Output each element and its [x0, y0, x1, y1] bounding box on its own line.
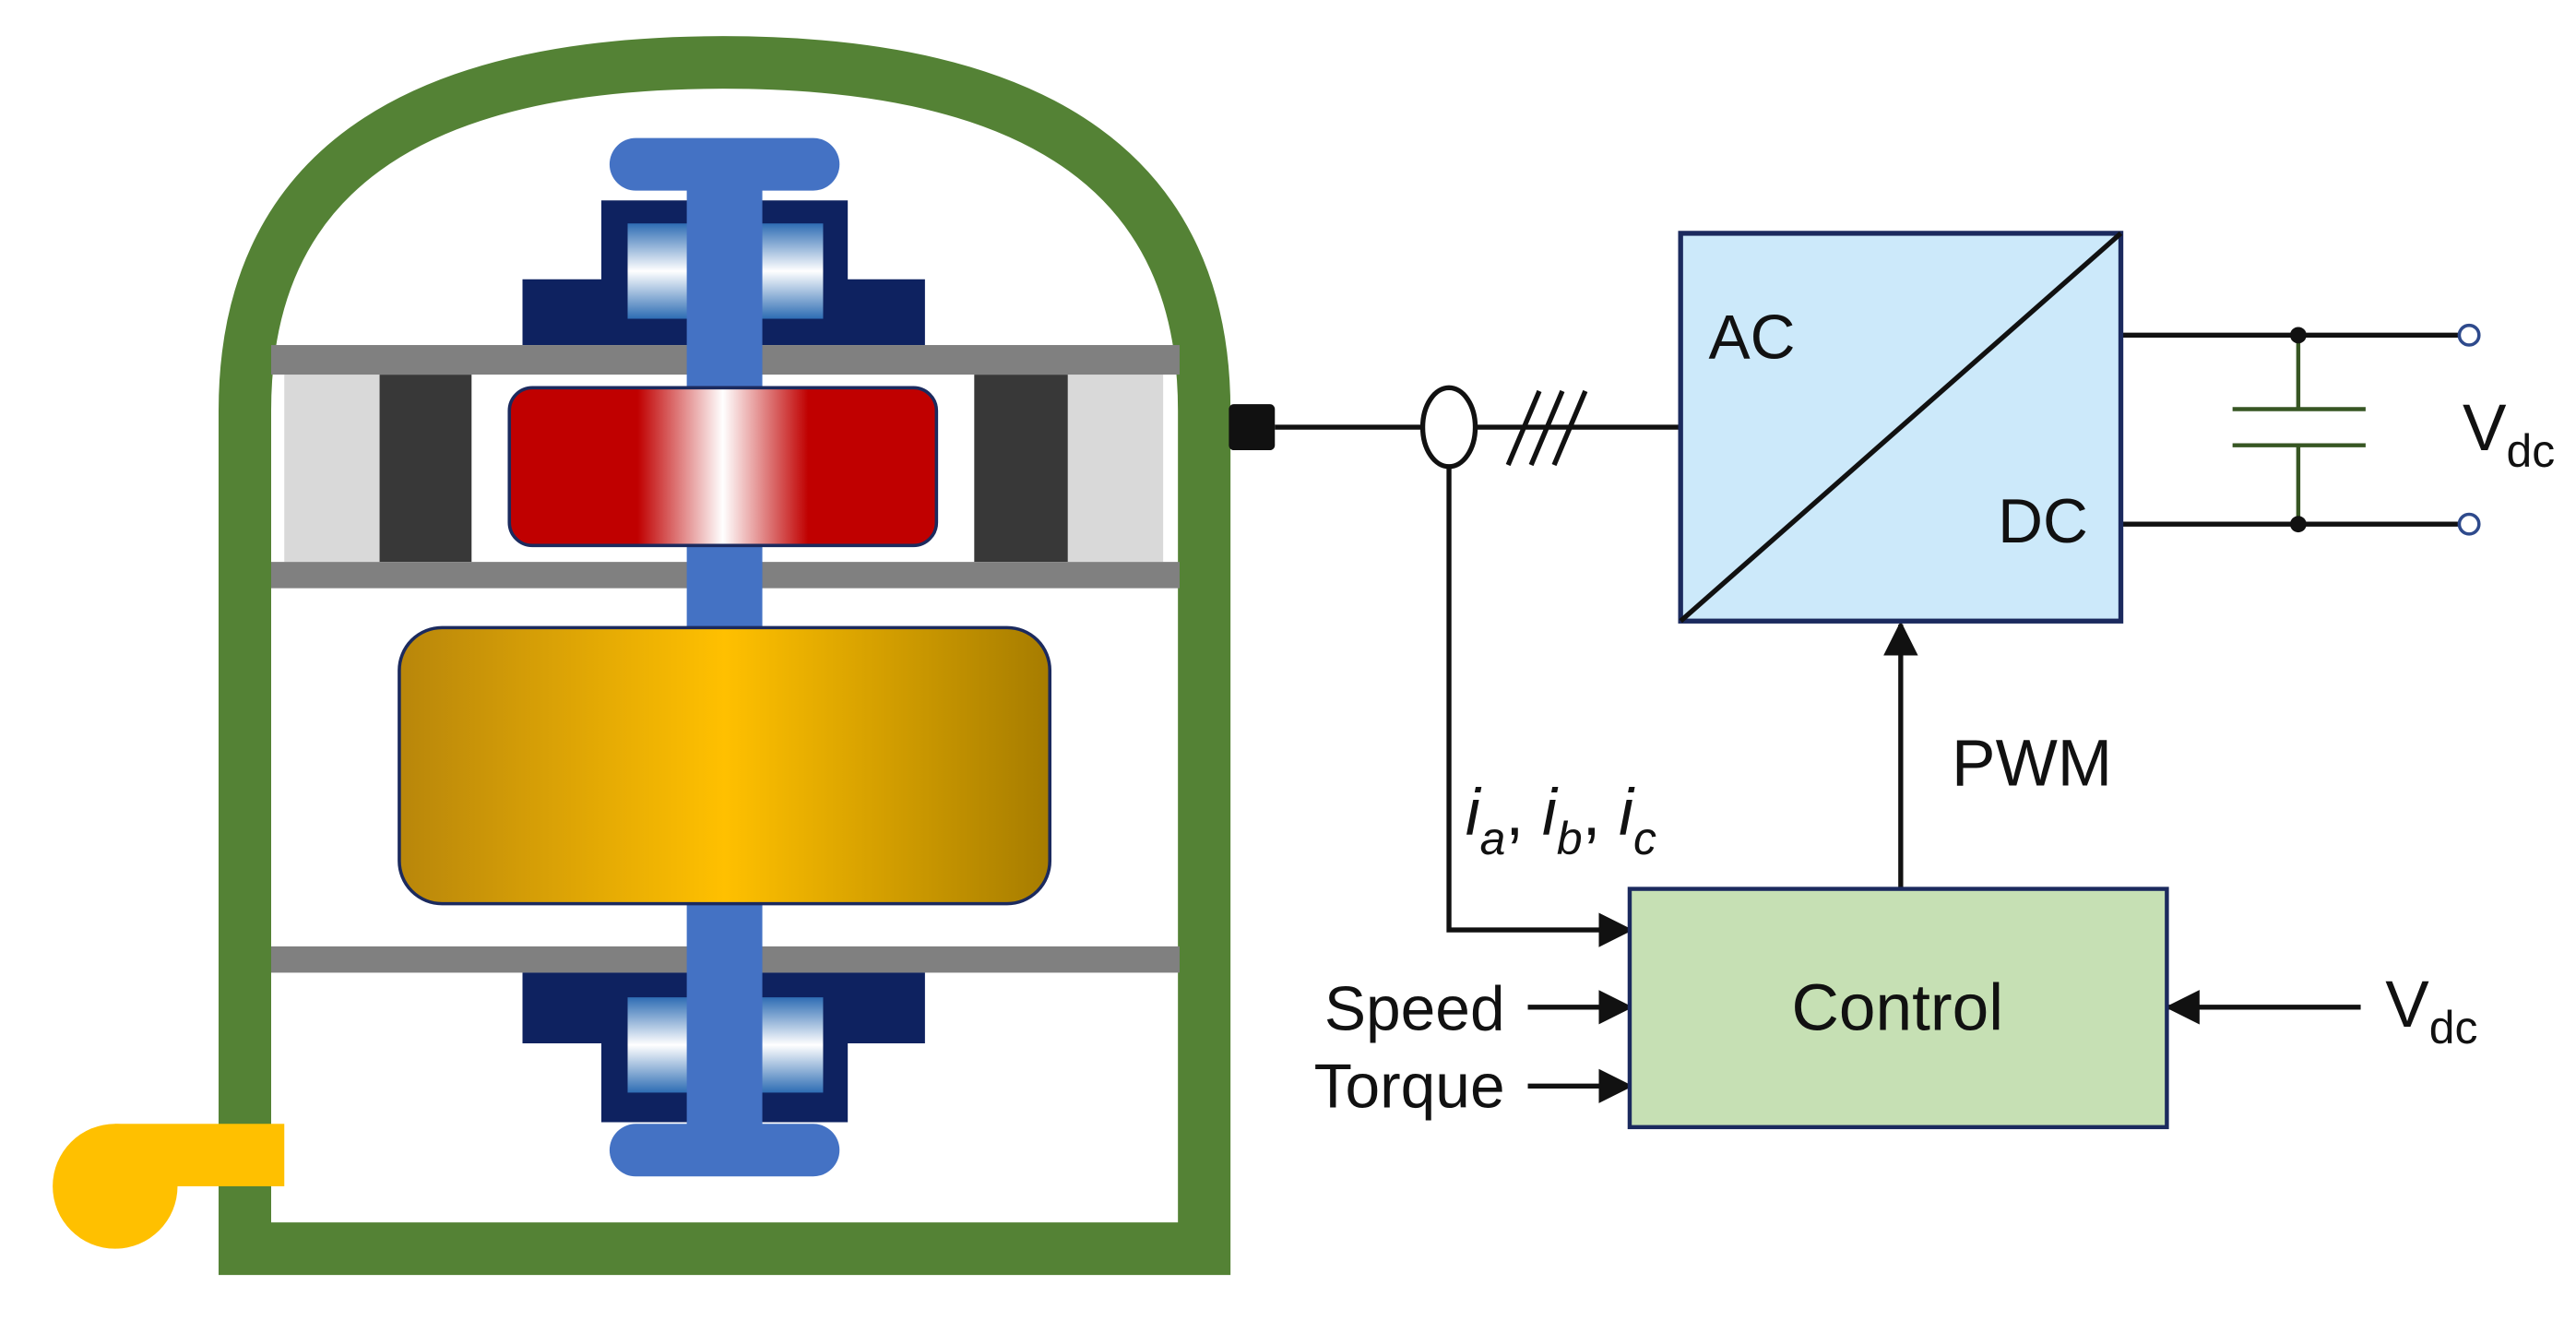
current-c-base: i — [1619, 777, 1635, 850]
bearing-bottom-right — [760, 997, 824, 1093]
torque-label: Torque — [1314, 1052, 1505, 1121]
converter-ac-label: AC — [1708, 303, 1795, 372]
stator-light-left — [284, 375, 380, 563]
converter-dc-label: DC — [1998, 487, 2088, 556]
current-a-base: i — [1466, 777, 1482, 850]
converter-diagonal — [1679, 231, 2123, 624]
current-c-sub: c — [1633, 813, 1656, 864]
vdc-control-base: V — [2385, 969, 2429, 1041]
current-b-base: i — [1542, 777, 1559, 850]
junction-dot-top — [2289, 327, 2307, 344]
vdc-control-label: Vdc — [2385, 969, 2477, 1053]
current-b-sub: b — [1557, 813, 1583, 864]
stator-dark-right — [974, 375, 1068, 563]
motor-housing — [219, 36, 1231, 1276]
current-a-sub: a — [1480, 813, 1506, 864]
stator-dark-left — [379, 375, 472, 563]
wiring — [1275, 332, 2460, 1104]
winding — [398, 625, 1052, 906]
vdc-control-sub: dc — [2429, 1002, 2478, 1053]
speed-label: Speed — [1324, 975, 1505, 1044]
motor-terminal — [1229, 404, 1276, 451]
fan — [53, 1124, 285, 1249]
dc-link-capacitor — [2232, 335, 2366, 525]
motor — [53, 36, 1276, 1276]
dc-terminal-positive — [2457, 323, 2481, 347]
bearing-top-left — [627, 223, 691, 319]
current-sensor — [1419, 385, 1478, 470]
converter-block: AC DC — [1678, 231, 2124, 624]
three-phase-tick-1 — [1505, 389, 1542, 467]
current-sep-1: , — [1505, 777, 1542, 850]
bearing-bottom-left — [627, 997, 691, 1093]
control-label: Control — [1791, 972, 2003, 1045]
three-phase-tick-2 — [1528, 389, 1565, 467]
vdc-bus-base: V — [2463, 392, 2507, 465]
shaft-cap-bottom — [609, 1124, 840, 1177]
bearing-top-right — [760, 223, 824, 319]
stator-light-right — [1067, 375, 1164, 563]
three-phase-tick-3 — [1551, 389, 1588, 467]
vdc-bus-label: Vdc — [2463, 392, 2555, 477]
dc-terminal-negative — [2457, 512, 2481, 536]
control-block: Control — [1627, 887, 2169, 1130]
phase-currents-label: ia, ib, ic — [1466, 777, 1656, 864]
pwm-label: PWM — [1952, 727, 2112, 800]
junction-dot-bottom — [2289, 516, 2307, 533]
current-sep-2: , — [1583, 777, 1620, 850]
shaft-cap-top — [609, 137, 840, 191]
vdc-bus-sub: dc — [2506, 425, 2555, 477]
magnet-rotor — [507, 386, 939, 548]
current-feedback-line — [1446, 466, 1633, 947]
